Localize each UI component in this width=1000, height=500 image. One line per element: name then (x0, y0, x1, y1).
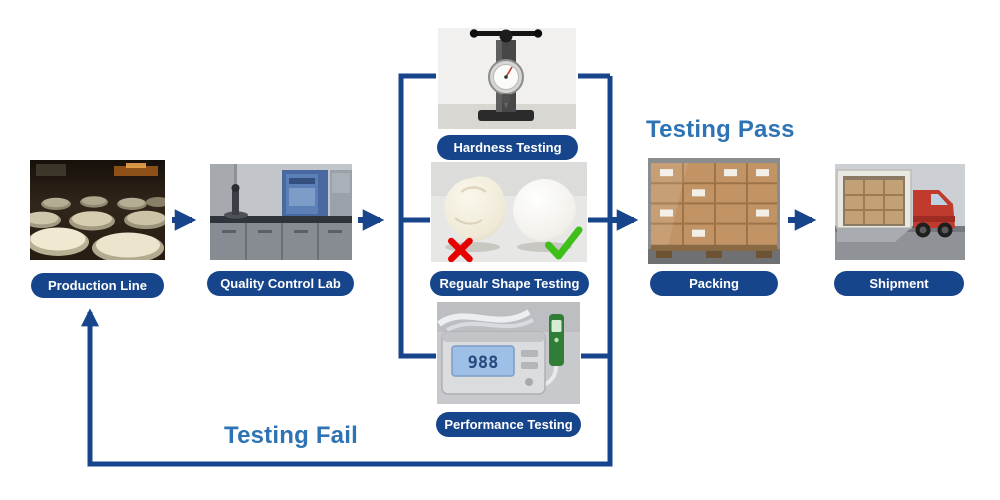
hardness-testing-photo (438, 28, 576, 129)
quality-control-lab-label: Quality Control Lab (207, 271, 354, 296)
performance-testing-label: Performance Testing (436, 412, 581, 437)
packing-photo (648, 158, 780, 264)
warehouse-light (114, 166, 158, 176)
regular-ball (513, 179, 576, 241)
fail-cross-icon (447, 237, 473, 262)
hardness-testing-label: Hardness Testing (437, 135, 578, 160)
shape-testing-photo (431, 162, 587, 262)
testing-fail-text: Testing Fail (224, 422, 358, 449)
pallet (651, 244, 777, 258)
shipment-photo (835, 164, 965, 260)
performance-testing-photo: 988 (437, 302, 580, 404)
packing-label: Packing (650, 271, 778, 296)
loading-ramp (837, 228, 911, 242)
production-line-photo (30, 160, 165, 260)
testing-pass-text: Testing Pass (646, 116, 795, 143)
truck-trailer (836, 169, 912, 229)
shape-testing-label: Regualr Shape Testing (430, 271, 589, 296)
shipment-label: Shipment (834, 271, 964, 296)
carton-stack (651, 163, 777, 245)
production-line-label: Production Line (31, 273, 164, 298)
pass-check-icon (544, 226, 583, 260)
irregular-ball (444, 176, 506, 241)
lcd-reading: 988 (468, 353, 499, 373)
lcd-display (451, 345, 515, 377)
truck-cab (913, 190, 955, 238)
quality-control-lab-photo (210, 164, 352, 260)
